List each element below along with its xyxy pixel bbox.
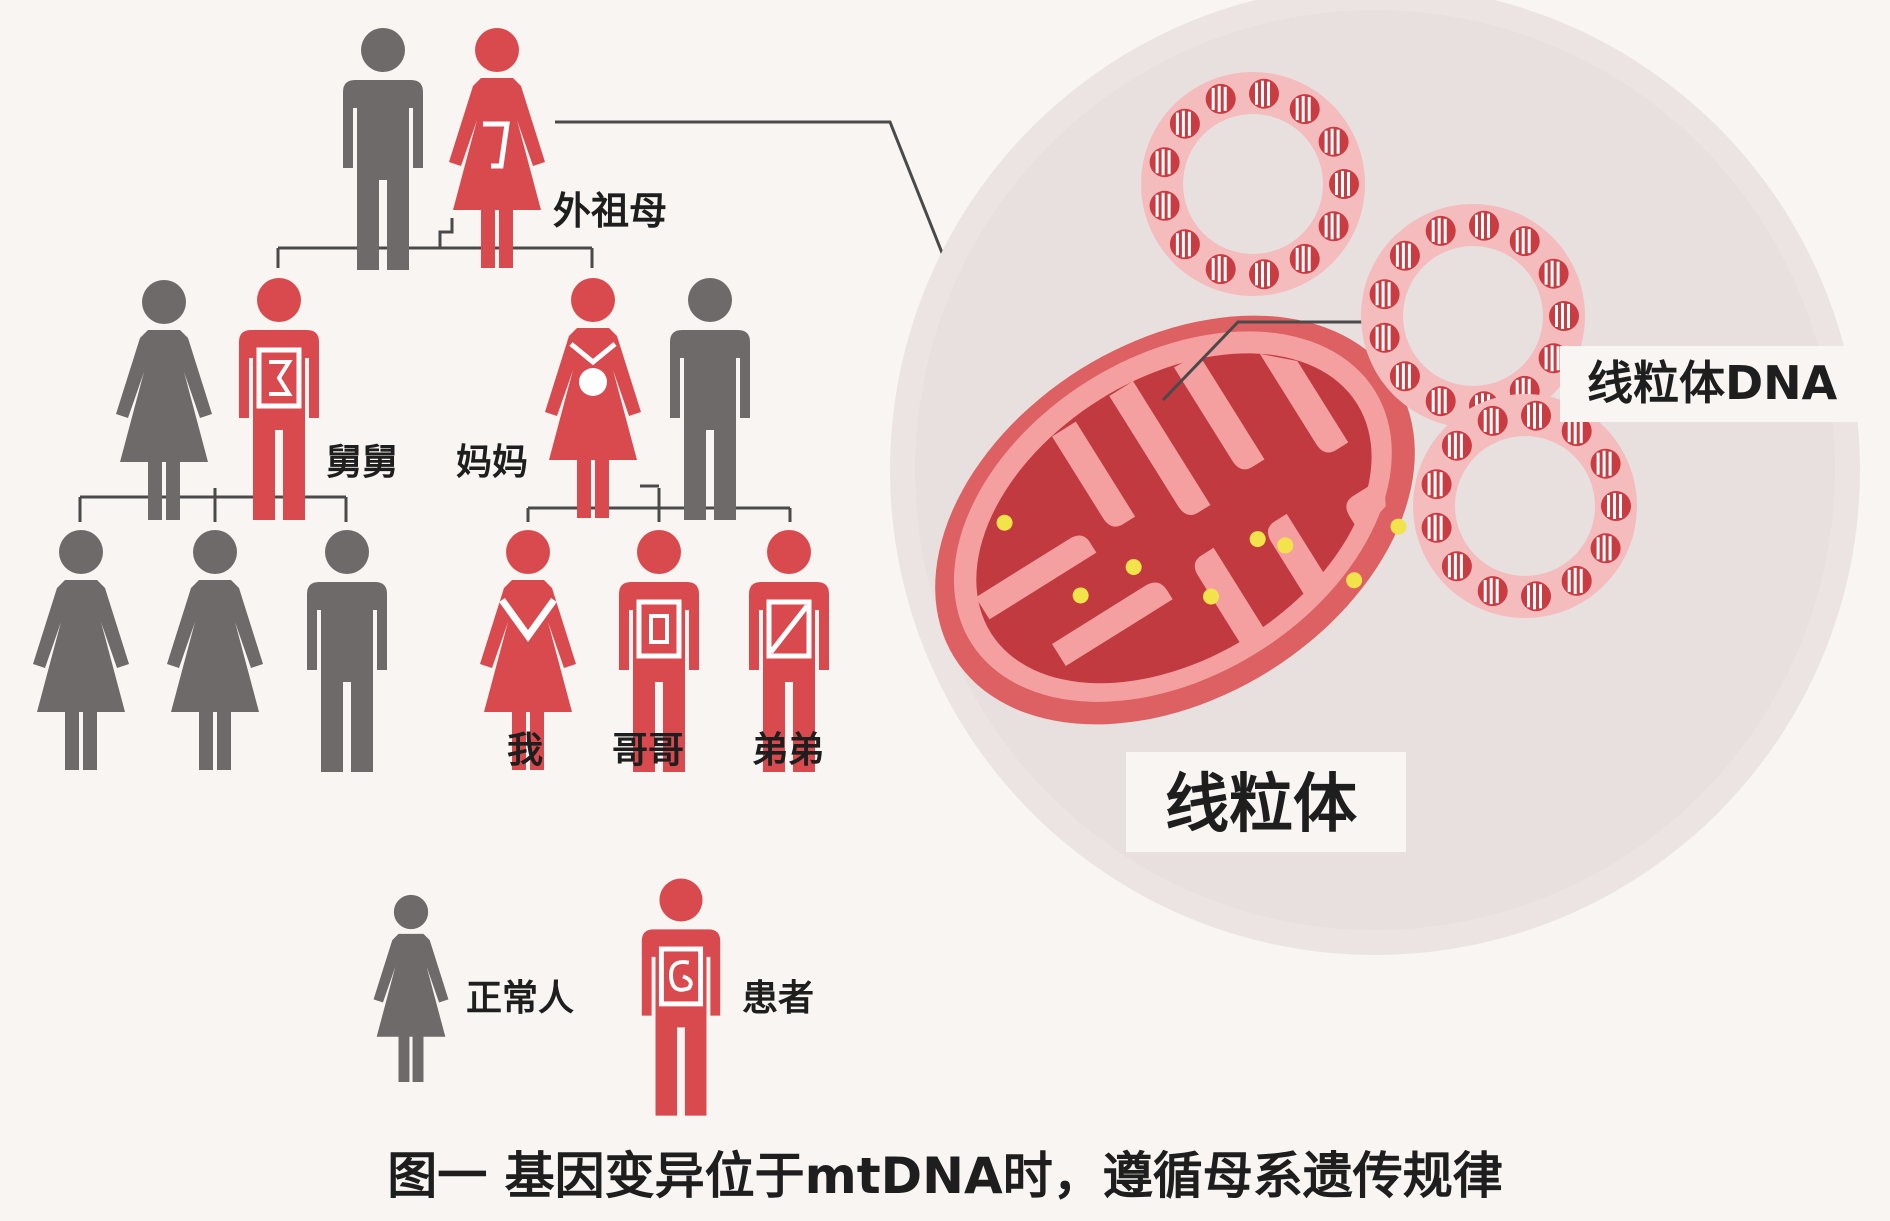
mtdna-bead bbox=[1521, 581, 1551, 612]
mtdna-bead bbox=[1421, 512, 1452, 543]
mtdna-bead bbox=[1590, 448, 1621, 479]
pedigree-labels: 外祖母 舅舅 妈妈 我 哥哥 弟弟 bbox=[326, 189, 824, 771]
mtdna-label-box bbox=[1560, 346, 1880, 422]
mtdna-bead bbox=[1369, 279, 1400, 310]
mtdna-bead bbox=[1149, 147, 1180, 178]
me-icon bbox=[480, 530, 576, 770]
legend-patient-icon bbox=[641, 878, 721, 1116]
mtdna-bead bbox=[1421, 469, 1452, 500]
mtdna-bead bbox=[1149, 190, 1180, 221]
mtdna-bead bbox=[1205, 254, 1236, 285]
mtdna-bead bbox=[1169, 108, 1200, 139]
generation-2 bbox=[116, 278, 750, 520]
label-mito-dna: 线粒体DNA bbox=[1587, 356, 1838, 410]
mtdna-bead bbox=[1289, 243, 1320, 274]
older-brother-icon bbox=[619, 530, 699, 772]
father-icon bbox=[670, 278, 750, 520]
mtdna-bead bbox=[1389, 240, 1420, 271]
legend-normal-label: 正常人 bbox=[466, 978, 574, 1019]
mtdna-bead bbox=[1249, 259, 1279, 290]
mtdna-ring-2 bbox=[1361, 204, 1585, 428]
mtdna-bead bbox=[1549, 301, 1579, 331]
legend: 正常人 患者 bbox=[373, 878, 814, 1116]
mtdna-bead bbox=[1369, 322, 1400, 353]
grandmother-icon bbox=[449, 28, 545, 268]
mtdna-bead bbox=[1425, 386, 1456, 417]
mtdna-bead bbox=[1425, 215, 1456, 246]
mother-icon bbox=[545, 278, 641, 518]
label-older-brother: 哥哥 bbox=[612, 730, 684, 771]
mtdna-bead bbox=[1441, 551, 1472, 582]
legend-patient-label: 患者 bbox=[742, 978, 814, 1019]
mtdna-bead bbox=[1441, 430, 1472, 461]
label-grandmother: 外祖母 bbox=[553, 189, 667, 233]
grandfather-icon bbox=[343, 28, 423, 270]
cousin-1-icon bbox=[33, 530, 129, 770]
mtdna-bead bbox=[1521, 400, 1551, 431]
label-uncle: 舅舅 bbox=[326, 442, 398, 483]
mtdna-ring-1 bbox=[1141, 72, 1365, 296]
aunt-icon bbox=[116, 280, 212, 520]
mtdna-bead bbox=[1601, 491, 1631, 521]
mtdna-bead bbox=[1289, 94, 1320, 125]
uncle-icon bbox=[239, 278, 319, 520]
label-younger-brother: 弟弟 bbox=[752, 730, 824, 771]
mtdna-bead bbox=[1318, 126, 1349, 157]
cousin-2-icon bbox=[167, 530, 263, 770]
mtdna-bead bbox=[1477, 405, 1508, 436]
generation-1 bbox=[343, 28, 545, 270]
mtdna-bead bbox=[1469, 210, 1499, 241]
mtdna-bead bbox=[1169, 229, 1200, 260]
mtdna-callout-line bbox=[1161, 320, 1372, 402]
mtdna-bead bbox=[1205, 83, 1236, 114]
pedigree-connectors bbox=[78, 120, 962, 522]
mtdna-dots bbox=[996, 514, 1407, 605]
mtdna-bead bbox=[1509, 226, 1540, 257]
legend-normal-icon bbox=[373, 894, 449, 1083]
label-mitochondrion: 线粒体 bbox=[1165, 768, 1357, 842]
mtdna-bead bbox=[1538, 258, 1569, 289]
mtdna-ring-3 bbox=[1413, 394, 1637, 618]
cell-illustration: 线粒体DNA 线粒体 bbox=[890, 0, 1880, 955]
generation-3 bbox=[33, 530, 829, 772]
label-mother: 妈妈 bbox=[456, 442, 528, 483]
mtdna-bead bbox=[1590, 533, 1621, 564]
mtdna-bead bbox=[1249, 78, 1279, 109]
mitochondrion bbox=[935, 315, 1415, 725]
mtdna-bead bbox=[1318, 211, 1349, 242]
cousin-3-icon bbox=[307, 530, 387, 772]
younger-brother-icon bbox=[749, 530, 829, 772]
mtdna-bead bbox=[1477, 576, 1508, 607]
mitochondrion-label-box bbox=[1126, 752, 1406, 852]
label-me: 我 bbox=[507, 730, 543, 771]
mtdna-bead bbox=[1389, 361, 1420, 392]
figure-caption: 图一 基因变异位于mtDNA时，遵循母系遗传规律 bbox=[387, 1147, 1502, 1205]
mtdna-bead bbox=[1561, 565, 1592, 596]
mtdna-bead bbox=[1329, 169, 1359, 199]
